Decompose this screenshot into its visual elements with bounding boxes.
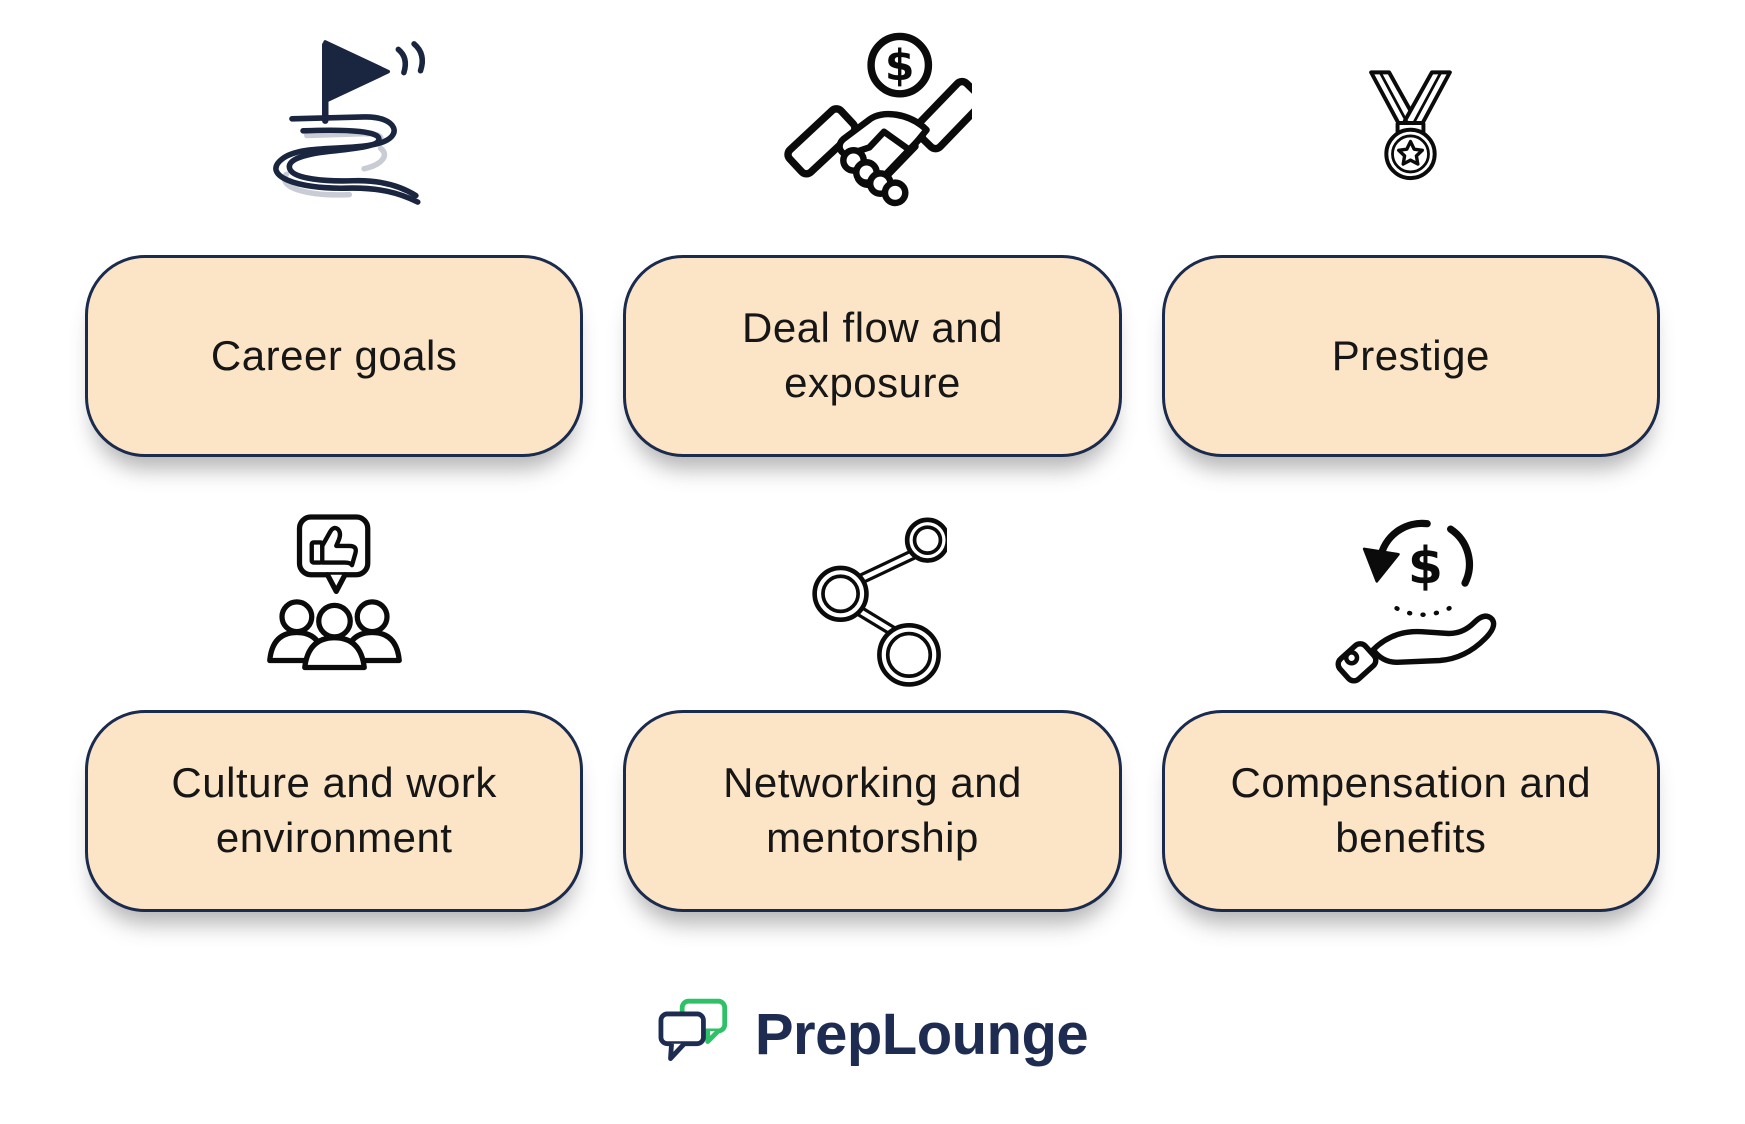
svg-text:$: $ <box>885 42 915 91</box>
chat-bubbles-icon <box>657 998 735 1071</box>
winding-road-flag-icon <box>237 30 432 215</box>
factor-label: Culture and work environment <box>171 759 497 861</box>
team-thumbs-up-icon <box>247 505 422 690</box>
factor-label: Career goals <box>210 331 458 379</box>
factor-card-deal-flow: Deal flow and exposure <box>623 255 1122 457</box>
factor-label: Prestige <box>1331 331 1490 379</box>
factor-label: Compensation and benefits <box>1230 759 1592 861</box>
logo-wordmark: PrepLounge <box>754 1002 1089 1067</box>
factor-card-compensation: Compensation and benefits <box>1161 710 1660 912</box>
infographic-canvas: Career goals $ <box>0 30 1745 1071</box>
factor-cell-deal-flow: $ Deal flow and exposure <box>623 30 1122 457</box>
factor-card-culture: Culture and work environment <box>85 710 584 912</box>
hand-money-cycle-icon: $ <box>1321 505 1501 690</box>
factor-grid-row-1: Career goals $ <box>0 30 1745 457</box>
footer-logo: PrepLounge <box>0 998 1745 1071</box>
factor-card-networking: Networking and mentorship <box>623 710 1122 912</box>
factor-label: Networking and mentorship <box>723 759 1022 861</box>
medal-star-icon <box>1343 30 1478 215</box>
factor-cell-culture: Culture and work environment <box>85 505 584 912</box>
factor-card-career-goals: Career goals <box>85 255 584 457</box>
factor-cell-compensation: $ Compensation and benefits <box>1161 505 1660 912</box>
handshake-dollar-icon: $ <box>772 30 973 215</box>
factor-label: Deal flow and exposure <box>742 304 1003 406</box>
factor-cell-career-goals: Career goals <box>85 30 584 457</box>
factor-grid-row-2: Culture and work environment <box>0 505 1745 912</box>
share-network-icon <box>797 505 948 690</box>
svg-text:$: $ <box>1408 536 1443 595</box>
factor-cell-prestige: Prestige <box>1161 30 1660 457</box>
factor-card-prestige: Prestige <box>1161 255 1660 457</box>
factor-cell-networking: Networking and mentorship <box>623 505 1122 912</box>
